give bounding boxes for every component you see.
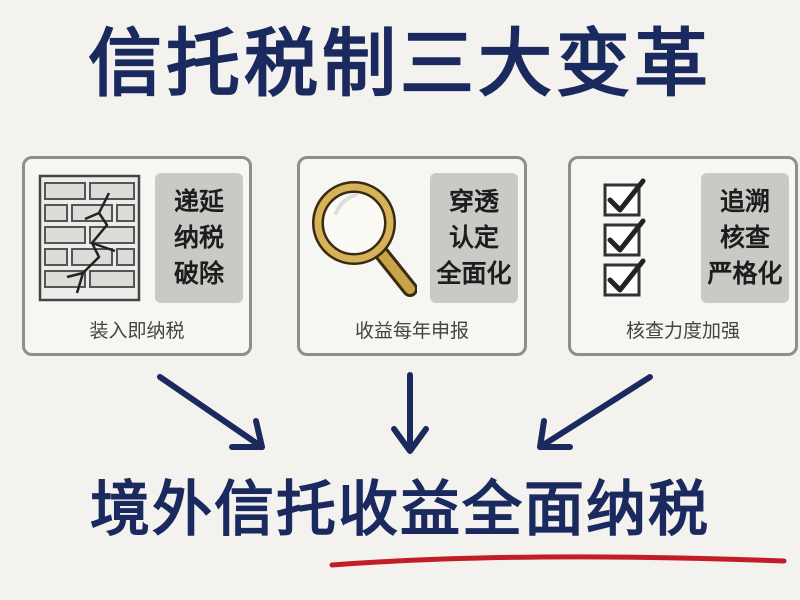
change-label-box: 追溯 核查 严格化	[701, 173, 789, 303]
card-caption: 收益每年申报	[354, 320, 469, 342]
change-card-deferral: 递延 纳税 破除 装入即纳税	[22, 156, 252, 356]
box-line: 破除	[173, 259, 224, 288]
box-line: 追溯	[719, 187, 770, 216]
magnifier-icon	[312, 181, 417, 297]
converging-arrows	[157, 372, 653, 454]
change-card-audit: 追溯 核查 严格化 核查力度加强	[568, 156, 798, 356]
box-line: 递延	[173, 187, 224, 216]
box-line: 全面化	[436, 259, 512, 288]
box-line: 核查	[719, 223, 770, 252]
arrow-left	[157, 374, 265, 450]
change-label-box: 穿透 认定 全面化	[430, 173, 518, 303]
box-line: 严格化	[707, 259, 783, 288]
arrow-right	[537, 374, 653, 450]
card-caption: 装入即纳税	[89, 320, 185, 342]
arrowhead-right-icon	[537, 418, 573, 450]
change-card-look-through: 穿透 认定 全面化 收益每年申报	[297, 156, 527, 356]
box-line: 穿透	[448, 187, 499, 216]
conclusion-banner: 境外信托收益全面纳税	[90, 475, 710, 545]
card-caption: 核查力度加强	[625, 320, 740, 342]
cracked-wall-icon	[38, 174, 141, 302]
box-line: 纳税	[173, 223, 224, 252]
change-label-box: 递延 纳税 破除	[155, 173, 243, 303]
checklist-icon	[603, 178, 646, 297]
arrowhead-middle-icon	[391, 426, 429, 454]
red-underline	[329, 554, 787, 568]
box-line: 认定	[448, 223, 499, 252]
main-title: 信托税制三大变革	[88, 21, 712, 107]
arrowhead-left-icon	[229, 418, 265, 450]
